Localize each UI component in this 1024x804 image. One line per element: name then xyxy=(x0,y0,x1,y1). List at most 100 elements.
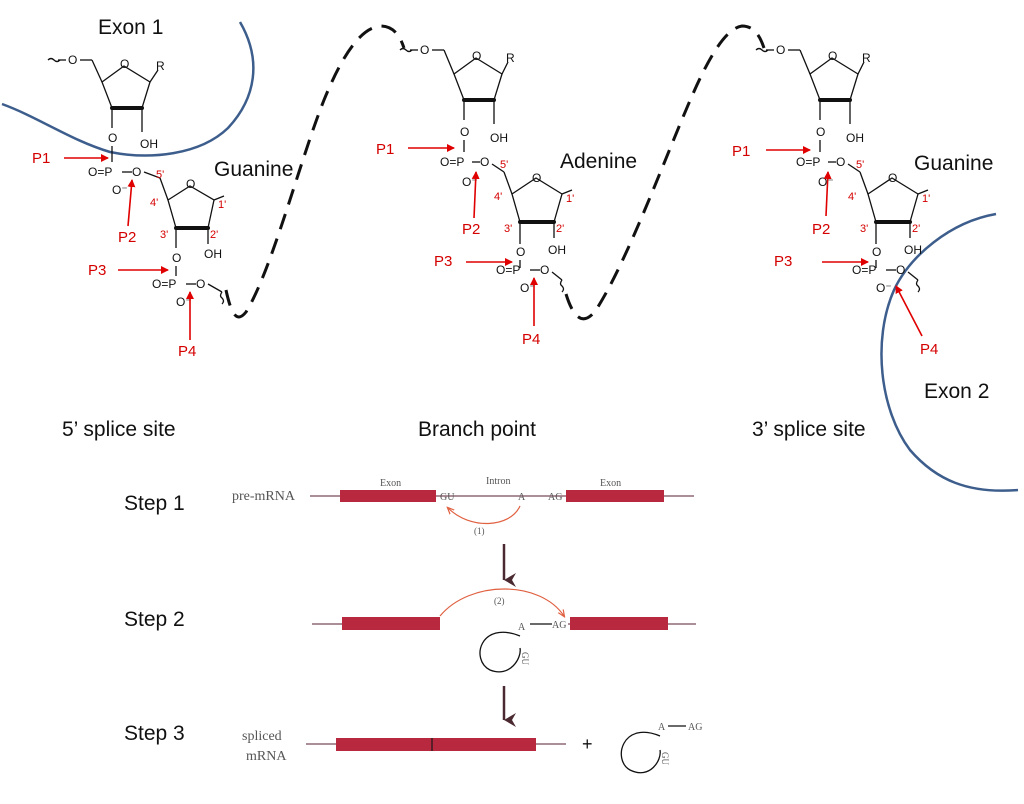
carbon-3: 3' xyxy=(160,229,168,241)
o-atom: O xyxy=(776,43,785,57)
ring-o: O xyxy=(828,49,837,63)
p2-arrow xyxy=(127,179,136,227)
carbon-1: 1' xyxy=(922,193,930,205)
step1-pre-mrna: pre-mRNA Exon Intron Exon GU A AG (1) xyxy=(232,476,694,536)
gu-label: GU xyxy=(440,492,455,503)
carbon-5: 5' xyxy=(156,169,164,181)
phosphate-p3: O=P xyxy=(152,277,176,291)
carbon-4: 4' xyxy=(848,191,856,203)
p2-label: P2 xyxy=(118,229,136,246)
three-prime-splice-site-label: 3’ splice site xyxy=(752,418,866,441)
o-atom: O xyxy=(196,277,205,291)
step3-label: Step 3 xyxy=(124,722,185,745)
step2-lariat-formation: (2) AG A GU xyxy=(312,588,696,673)
mrna-label: mRNA xyxy=(246,749,287,764)
exon-label-right: Exon xyxy=(600,478,621,489)
carbon-3: 3' xyxy=(504,223,512,235)
p2-arrow xyxy=(823,171,832,217)
p4-label: P4 xyxy=(522,331,540,348)
step2-label: Step 2 xyxy=(124,608,185,631)
step1-label: Step 1 xyxy=(124,492,185,515)
o-atom: O xyxy=(516,245,525,259)
lariat-loop xyxy=(620,731,661,774)
p4-label: P4 xyxy=(178,343,196,360)
ring-o: O xyxy=(472,49,481,63)
guanine-left-label: Guanine xyxy=(214,158,293,181)
reaction2-label: (2) xyxy=(494,596,505,606)
p2-label: P2 xyxy=(462,221,480,238)
carbon-5: 5' xyxy=(500,159,508,171)
phosphate-p3: O=P xyxy=(852,263,876,277)
phosphate-p1: O=P xyxy=(796,155,820,169)
a-label: A xyxy=(518,622,526,633)
p1-label: P1 xyxy=(32,150,50,167)
p2-arrow xyxy=(471,171,480,219)
nucleotide-branch-point: O O R OH O O=P O⁻ O 5' O 4' 1' 3' 2' OH … xyxy=(399,43,574,295)
carbon-5: 5' xyxy=(856,159,864,171)
exon-bar-left xyxy=(342,617,440,630)
exon1-curve xyxy=(1,21,255,157)
o-atom: O xyxy=(108,131,117,145)
p4-arrow xyxy=(895,285,923,337)
reaction1-label: (1) xyxy=(474,526,485,536)
r-group: R xyxy=(156,59,165,73)
o-atom: O xyxy=(68,53,77,67)
ag-label: AG xyxy=(688,722,702,733)
exon1-label: Exon 1 xyxy=(98,16,163,39)
o-minus: O⁻ xyxy=(112,183,128,197)
a-label: A xyxy=(518,492,526,503)
a-label: A xyxy=(658,722,666,733)
carbon-2: 2' xyxy=(556,223,564,235)
p2-label: P2 xyxy=(812,221,830,238)
carbon-1: 1' xyxy=(218,199,226,211)
intron-label: Intron xyxy=(486,476,510,487)
exon2-curve xyxy=(880,212,1019,492)
nucleotide-5-splice-site: O O R OH O O=P O⁻ O 5' O 4' 1' 3' 2' OH … xyxy=(47,53,226,309)
ag-label: AG xyxy=(548,492,562,503)
o-atom: O xyxy=(132,165,141,179)
o-minus: O⁻ xyxy=(876,281,892,295)
carbon-4: 4' xyxy=(150,197,158,209)
o-atom: O xyxy=(872,245,881,259)
guanine-right-label: Guanine xyxy=(914,152,993,175)
ring-o: O xyxy=(532,171,541,185)
o-atom: O xyxy=(420,43,429,57)
r-group: R xyxy=(506,51,515,65)
branch-point-label: Branch point xyxy=(418,418,536,441)
joined-exons-bar xyxy=(336,738,536,751)
hydroxyl: OH xyxy=(846,131,864,145)
o-atom: O xyxy=(172,251,181,265)
hydroxyl: OH xyxy=(204,247,222,261)
hydroxyl: OH xyxy=(140,137,158,151)
step3-spliced-mrna: spliced mRNA + A AG GU xyxy=(242,722,702,774)
hydroxyl: OH xyxy=(904,243,922,257)
exon-bar-right xyxy=(566,490,664,502)
reaction1-arrow xyxy=(448,505,521,525)
p1-label: P1 xyxy=(732,143,750,160)
p3-label: P3 xyxy=(88,262,106,279)
o-atom: O xyxy=(540,263,549,277)
five-prime-splice-site-label: 5’ splice site xyxy=(62,418,176,441)
spliced-label: spliced xyxy=(242,729,282,744)
phosphate-p1: O=P xyxy=(88,165,112,179)
carbon-4: 4' xyxy=(494,191,502,203)
phosphate-p1: O=P xyxy=(440,155,464,169)
ring-o: O xyxy=(120,57,129,71)
adenine-label: Adenine xyxy=(560,150,637,173)
o-atom: O xyxy=(480,155,489,169)
lariat-loop xyxy=(479,631,521,673)
o-atom: O xyxy=(816,125,825,139)
o-atom: O xyxy=(896,263,905,277)
o-atom: O xyxy=(460,125,469,139)
exon-bar-right xyxy=(570,617,668,630)
p4-label: P4 xyxy=(920,341,938,358)
reaction2-arrow xyxy=(439,588,564,616)
gu-label: GU xyxy=(520,652,530,665)
exon-bar-left xyxy=(340,490,436,502)
nucleotide-3-splice-site: O O R OH O O=P O⁻ O 5' O 4' 1' 3' 2' OH … xyxy=(755,43,930,295)
hydroxyl: OH xyxy=(490,131,508,145)
p1-label: P1 xyxy=(376,141,394,158)
carbon-1: 1' xyxy=(566,193,574,205)
phosphate-p3: O=P xyxy=(496,263,520,277)
